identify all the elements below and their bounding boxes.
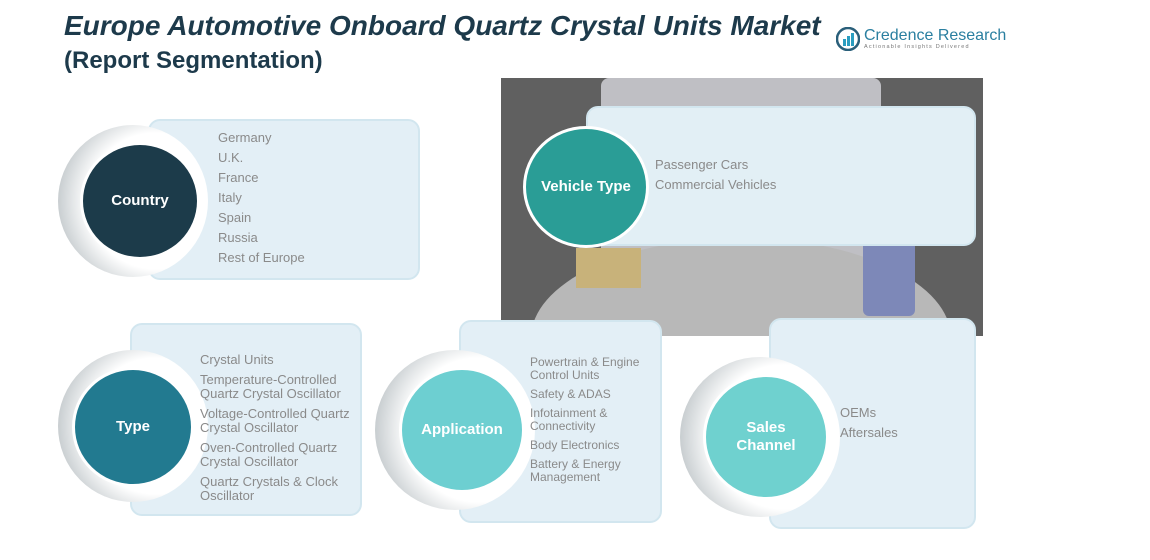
vehicle-type-card (586, 106, 976, 246)
list-item: Battery & Energy Management (530, 457, 621, 484)
vehicle-type-list: Passenger Cars Commercial Vehicles (655, 158, 776, 198)
logo: Credence Research Actionable Insights De… (836, 27, 1006, 51)
list-item: Voltage-Controlled Quartz Crystal Oscill… (200, 406, 350, 435)
list-item: Commercial Vehicles (655, 177, 777, 192)
list-item: Safety & ADAS (530, 387, 611, 401)
country-label: Country (111, 192, 169, 209)
list-item: Passenger Cars (655, 157, 749, 172)
country-circle: Country (80, 142, 200, 260)
list-item: Infotainment & Connectivity (530, 406, 608, 433)
logo-tagline: Actionable Insights Delivered (864, 44, 970, 50)
list-item: Spain (218, 210, 252, 225)
list-item: Rest of Europe (218, 250, 305, 265)
list-item: Temperature-Controlled Quartz Crystal Os… (200, 372, 341, 401)
sales-channel-circle: Sales Channel (703, 374, 829, 500)
application-list: Powertrain & Engine Control Units Safety… (530, 356, 655, 490)
list-item: U.K. (218, 150, 244, 165)
type-label: Type (116, 418, 150, 435)
country-card (148, 119, 420, 280)
list-item: Oven-Controlled Quartz Crystal Oscillato… (200, 440, 338, 469)
logo-icon (836, 27, 860, 51)
vehicle-type-label: Vehicle Type (541, 178, 631, 195)
type-circle: Type (72, 367, 194, 487)
type-list: Crystal Units Temperature-Controlled Qua… (200, 353, 360, 509)
sales-channel-list: OEMs Aftersales (840, 406, 898, 446)
list-item: Quartz Crystals & Clock Oscillator (200, 474, 338, 503)
list-item: Aftersales (840, 425, 898, 440)
application-circle: Application (399, 367, 525, 493)
vehicle-type-circle: Vehicle Type (523, 126, 649, 248)
list-item: Powertrain & Engine Control Units (530, 355, 640, 382)
list-item: OEMs (840, 405, 877, 420)
list-item: France (218, 170, 259, 185)
logo-name: Credence Research (864, 27, 1007, 44)
list-item: Crystal Units (200, 352, 274, 367)
application-label: Application (421, 421, 503, 438)
list-item: Russia (218, 230, 258, 245)
list-item: Body Electronics (530, 438, 620, 452)
list-item: Italy (218, 190, 242, 205)
country-list: Germany U.K. France Italy Spain Russia R… (218, 131, 305, 271)
sales-channel-label: Sales Channel (736, 419, 796, 454)
page-subtitle: (Report Segmentation) (64, 47, 323, 74)
list-item: Germany (218, 130, 272, 145)
page-title: Europe Automotive Onboard Quartz Crystal… (64, 10, 821, 41)
